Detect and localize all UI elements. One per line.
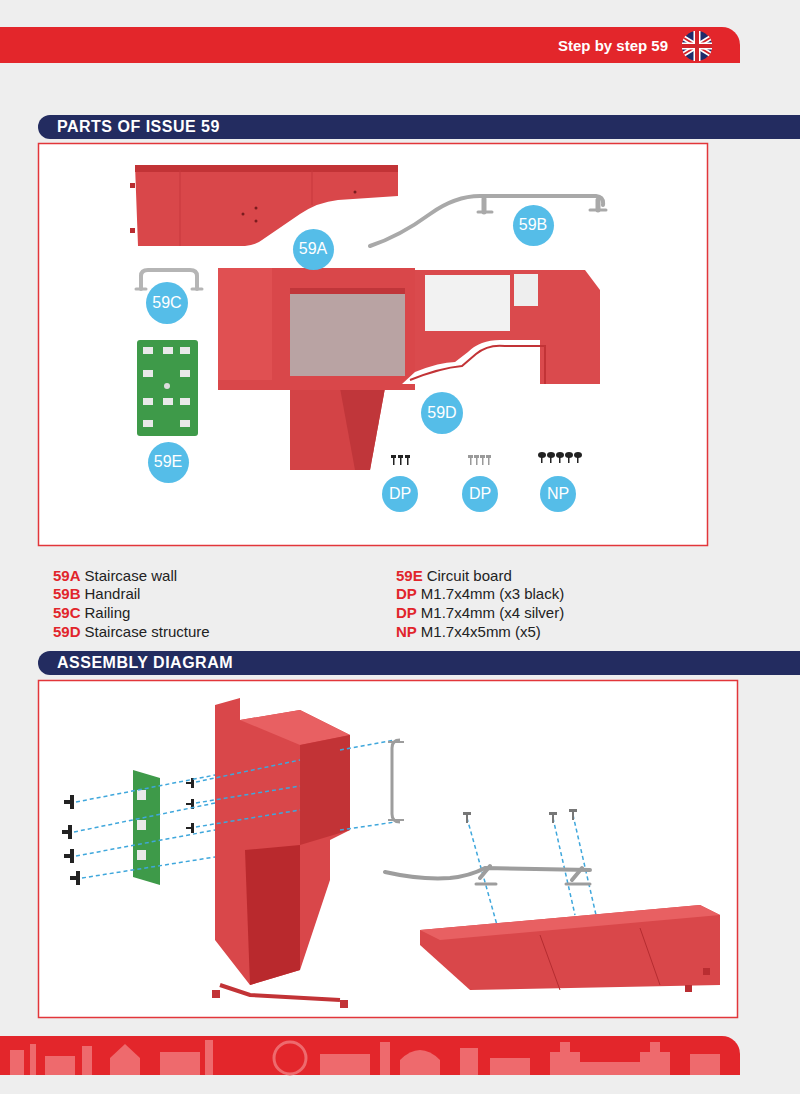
heading-text: Step by step 59 [558,37,668,54]
callout-number: DP [382,476,418,512]
callout-number: 59C [146,282,188,324]
assembly-top-screws [463,809,577,823]
staircase-structure-part [218,262,600,470]
part-code: NP [396,623,417,641]
callout-text: DP [469,485,491,503]
callout-text: 59A [299,240,327,258]
heading-text: PARTS OF ISSUE 59 [57,118,220,136]
staircase-wall-part [130,165,398,246]
part-code: 59D [53,623,81,641]
footer-skyline-band [0,1036,740,1075]
assembly-handrail [385,866,590,884]
callout-number: NP [540,476,576,512]
callout-number: 59D [421,392,463,434]
header-band: Step by step 59 [0,27,672,63]
callout-text: 59B [519,216,547,234]
section-band: ASSEMBLY DIAGRAM [38,651,800,675]
heading-text: ASSEMBLY DIAGRAM [57,654,233,672]
assembly-dashed-lines [74,740,596,925]
callout-text: DP [389,485,411,503]
part-code: 59E [396,567,423,585]
parts-panel [39,144,708,546]
part-code: DP [396,604,417,622]
callout-text: 59D [427,404,456,422]
handrail-part [370,196,606,246]
part-code: 59C [53,604,81,622]
callout-text: NP [547,485,569,503]
callout-number: 59B [513,205,554,246]
screws [391,452,582,465]
assembly-panel [39,681,738,1018]
part-code: DP [396,585,417,603]
assembly-railing [388,740,404,822]
part-description: Handrail [85,585,141,603]
header-band [0,27,740,63]
section-band: PARTS OF ISSUE 59 [38,115,800,139]
callout-text: 59E [154,453,182,471]
part-code: 59A [53,567,81,585]
callout-number: 59A [293,229,334,270]
part-description: Circuit board [427,567,512,585]
part-description: Staircase wall [85,567,178,585]
callout-text: 59C [152,294,181,312]
circuit-board-part [137,340,198,436]
callout-number: 59E [148,442,189,483]
assembly-wall [420,905,720,992]
part-description: Staircase structure [85,623,210,641]
part-description: M1.7x4mm (x3 black) [421,585,564,603]
assembly-screws [62,778,194,885]
part-code: 59B [53,585,81,603]
part-description: Railing [85,604,131,622]
assembly-structure [212,698,350,1008]
part-description: M1.7x4mm (x4 silver) [421,604,564,622]
callout-number: DP [462,476,498,512]
part-description: M1.7x4x5mm (x5) [421,623,541,641]
